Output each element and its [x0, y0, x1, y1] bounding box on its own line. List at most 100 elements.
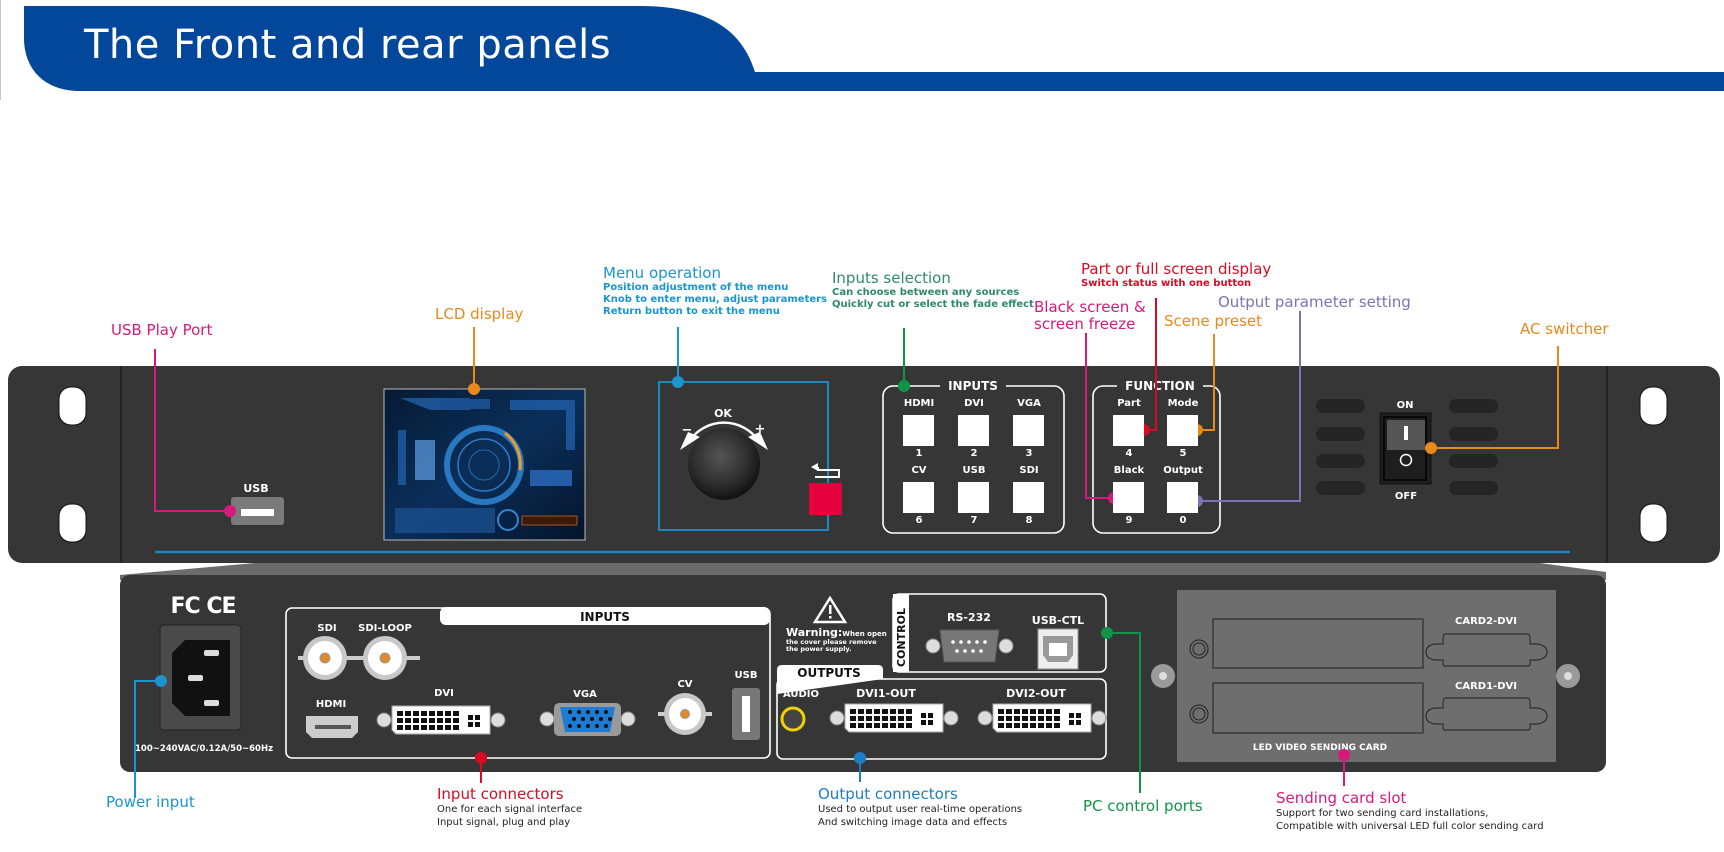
callout-title: PC control ports	[1083, 797, 1203, 815]
menu-knob[interactable]	[688, 428, 760, 500]
vga-label: VGA	[573, 689, 597, 700]
inputs-button-label: CV	[911, 465, 927, 476]
switch-off-glyph	[1399, 453, 1413, 467]
sdi-connector[interactable]	[298, 636, 360, 680]
callout-title: AC switcher	[1520, 320, 1609, 338]
knob-plus-label: +	[755, 422, 766, 437]
function-button-part[interactable]	[1113, 415, 1144, 446]
switch-off-label: OFF	[1395, 491, 1417, 502]
return-icon	[811, 463, 840, 478]
usb-ctl-port[interactable]	[1037, 628, 1079, 670]
dvi2-out-connector[interactable]	[977, 703, 1107, 733]
sending-card-caption: LED VIDEO SENDING CARD	[1253, 743, 1387, 753]
callout-title: Sending card slot	[1276, 789, 1407, 807]
callout-lcd-display: LCD display	[435, 306, 523, 323]
callout-line: Input signal, plug and play	[437, 817, 571, 828]
card1-dvi-port[interactable]	[1425, 697, 1548, 731]
function-button-label: Mode	[1167, 398, 1199, 409]
leader-scene	[1198, 334, 1215, 431]
function-button-mode[interactable]	[1167, 415, 1198, 446]
callout-inputs-selection: Inputs selection Can choose between any …	[832, 270, 1034, 311]
inputs-button-group: INPUTS	[882, 378, 1065, 534]
callout-title: USB Play Port	[111, 321, 213, 339]
rack-hole	[1639, 386, 1668, 426]
function-button-number: 5	[1179, 448, 1187, 459]
inputs-button-cv[interactable]	[903, 482, 934, 513]
usb-port-label: USB	[243, 482, 268, 495]
function-button-label: Black	[1113, 465, 1145, 476]
rs232-label: RS-232	[947, 611, 991, 624]
rear-inputs-label: INPUTS	[580, 610, 630, 624]
callout-title: Input connectors	[437, 785, 564, 803]
knob-ok-label: OK	[714, 407, 732, 420]
dvi2-out-label: DVI2-OUT	[1006, 687, 1066, 700]
card1-dvi-label: CARD1-DVI	[1455, 681, 1517, 692]
header-band	[0, 0, 1724, 100]
callout-title: screen freeze	[1034, 315, 1136, 333]
switch-on-label: ON	[1397, 400, 1414, 411]
vent-slots	[1316, 399, 1498, 495]
power-switch[interactable]	[1379, 412, 1432, 485]
callout-line: One for each signal interface	[437, 804, 583, 815]
callout-scene-preset: Scene preset	[1164, 313, 1262, 330]
control-tab	[893, 594, 909, 672]
hdmi-connector[interactable]	[306, 716, 358, 738]
cv-connector[interactable]	[658, 693, 712, 735]
cert-marks: FC CE	[170, 594, 235, 619]
knob-arc	[688, 421, 760, 441]
callout-line: Return button to exit the menu	[603, 306, 780, 317]
leader-output-param	[1197, 311, 1301, 502]
dvi-input-connector[interactable]	[376, 705, 506, 735]
inputs-button-label: SDI	[1019, 465, 1039, 476]
card2-dvi-port[interactable]	[1425, 633, 1548, 667]
callout-title: Black screen &	[1034, 298, 1146, 316]
inputs-button-sdi[interactable]	[1013, 482, 1044, 513]
lcd-display	[383, 388, 586, 541]
inputs-button-label: HDMI	[903, 398, 935, 409]
rear-usb-port[interactable]	[732, 688, 760, 740]
vga-connector[interactable]	[539, 703, 636, 736]
leader-pc-control	[1107, 632, 1141, 793]
callout-line: Position adjustment of the menu	[603, 282, 789, 293]
function-button-number: 0	[1179, 515, 1187, 526]
return-button[interactable]	[809, 483, 842, 515]
callout-title: Menu operation	[603, 264, 721, 282]
function-button-black[interactable]	[1113, 482, 1144, 513]
callout-ac-switcher: AC switcher	[1520, 321, 1609, 338]
callout-line: Can choose between any sources	[832, 287, 1020, 298]
callout-output-parameter: Output parameter setting	[1218, 294, 1411, 311]
knob-arrow-right-icon	[748, 432, 768, 450]
cv-label: CV	[677, 679, 692, 690]
inputs-button-vga[interactable]	[1013, 415, 1044, 446]
callout-input-connectors: Input connectors One for each signal int…	[437, 786, 582, 829]
rack-hole	[58, 386, 87, 426]
rs232-connector[interactable]	[925, 629, 1014, 663]
callout-line: Compatible with universal LED full color…	[1276, 821, 1544, 832]
inputs-button-number: 8	[1025, 515, 1033, 526]
inputs-button-number: 7	[970, 515, 978, 526]
inputs-button-dvi[interactable]	[958, 415, 989, 446]
callout-title: Scene preset	[1164, 312, 1263, 330]
power-inlet[interactable]	[159, 624, 242, 731]
callout-menu-operation: Menu operation Position adjustment of th…	[603, 265, 827, 318]
function-button-label: Output	[1163, 465, 1203, 476]
inputs-button-label: DVI	[964, 398, 984, 409]
rack-hole	[1639, 503, 1668, 543]
sending-card-slot	[1151, 590, 1580, 762]
audio-jack[interactable]	[780, 706, 806, 732]
callout-part-full-screen: Part or full screen display Switch statu…	[1081, 261, 1271, 290]
inputs-button-number: 2	[970, 448, 978, 459]
control-label: CONTROL	[895, 608, 908, 667]
function-button-output[interactable]	[1167, 482, 1198, 513]
warning-icon	[812, 595, 848, 624]
leader-power	[134, 680, 161, 798]
inputs-button-usb[interactable]	[958, 482, 989, 513]
callout-title: Inputs selection	[832, 269, 951, 287]
rack-hole	[58, 503, 87, 543]
dvi1-out-connector[interactable]	[829, 703, 959, 733]
leader-usb-play	[154, 349, 230, 512]
inputs-button-hdmi[interactable]	[903, 415, 934, 446]
sdi-loop-connector[interactable]	[358, 636, 420, 680]
menu-box	[658, 381, 829, 531]
